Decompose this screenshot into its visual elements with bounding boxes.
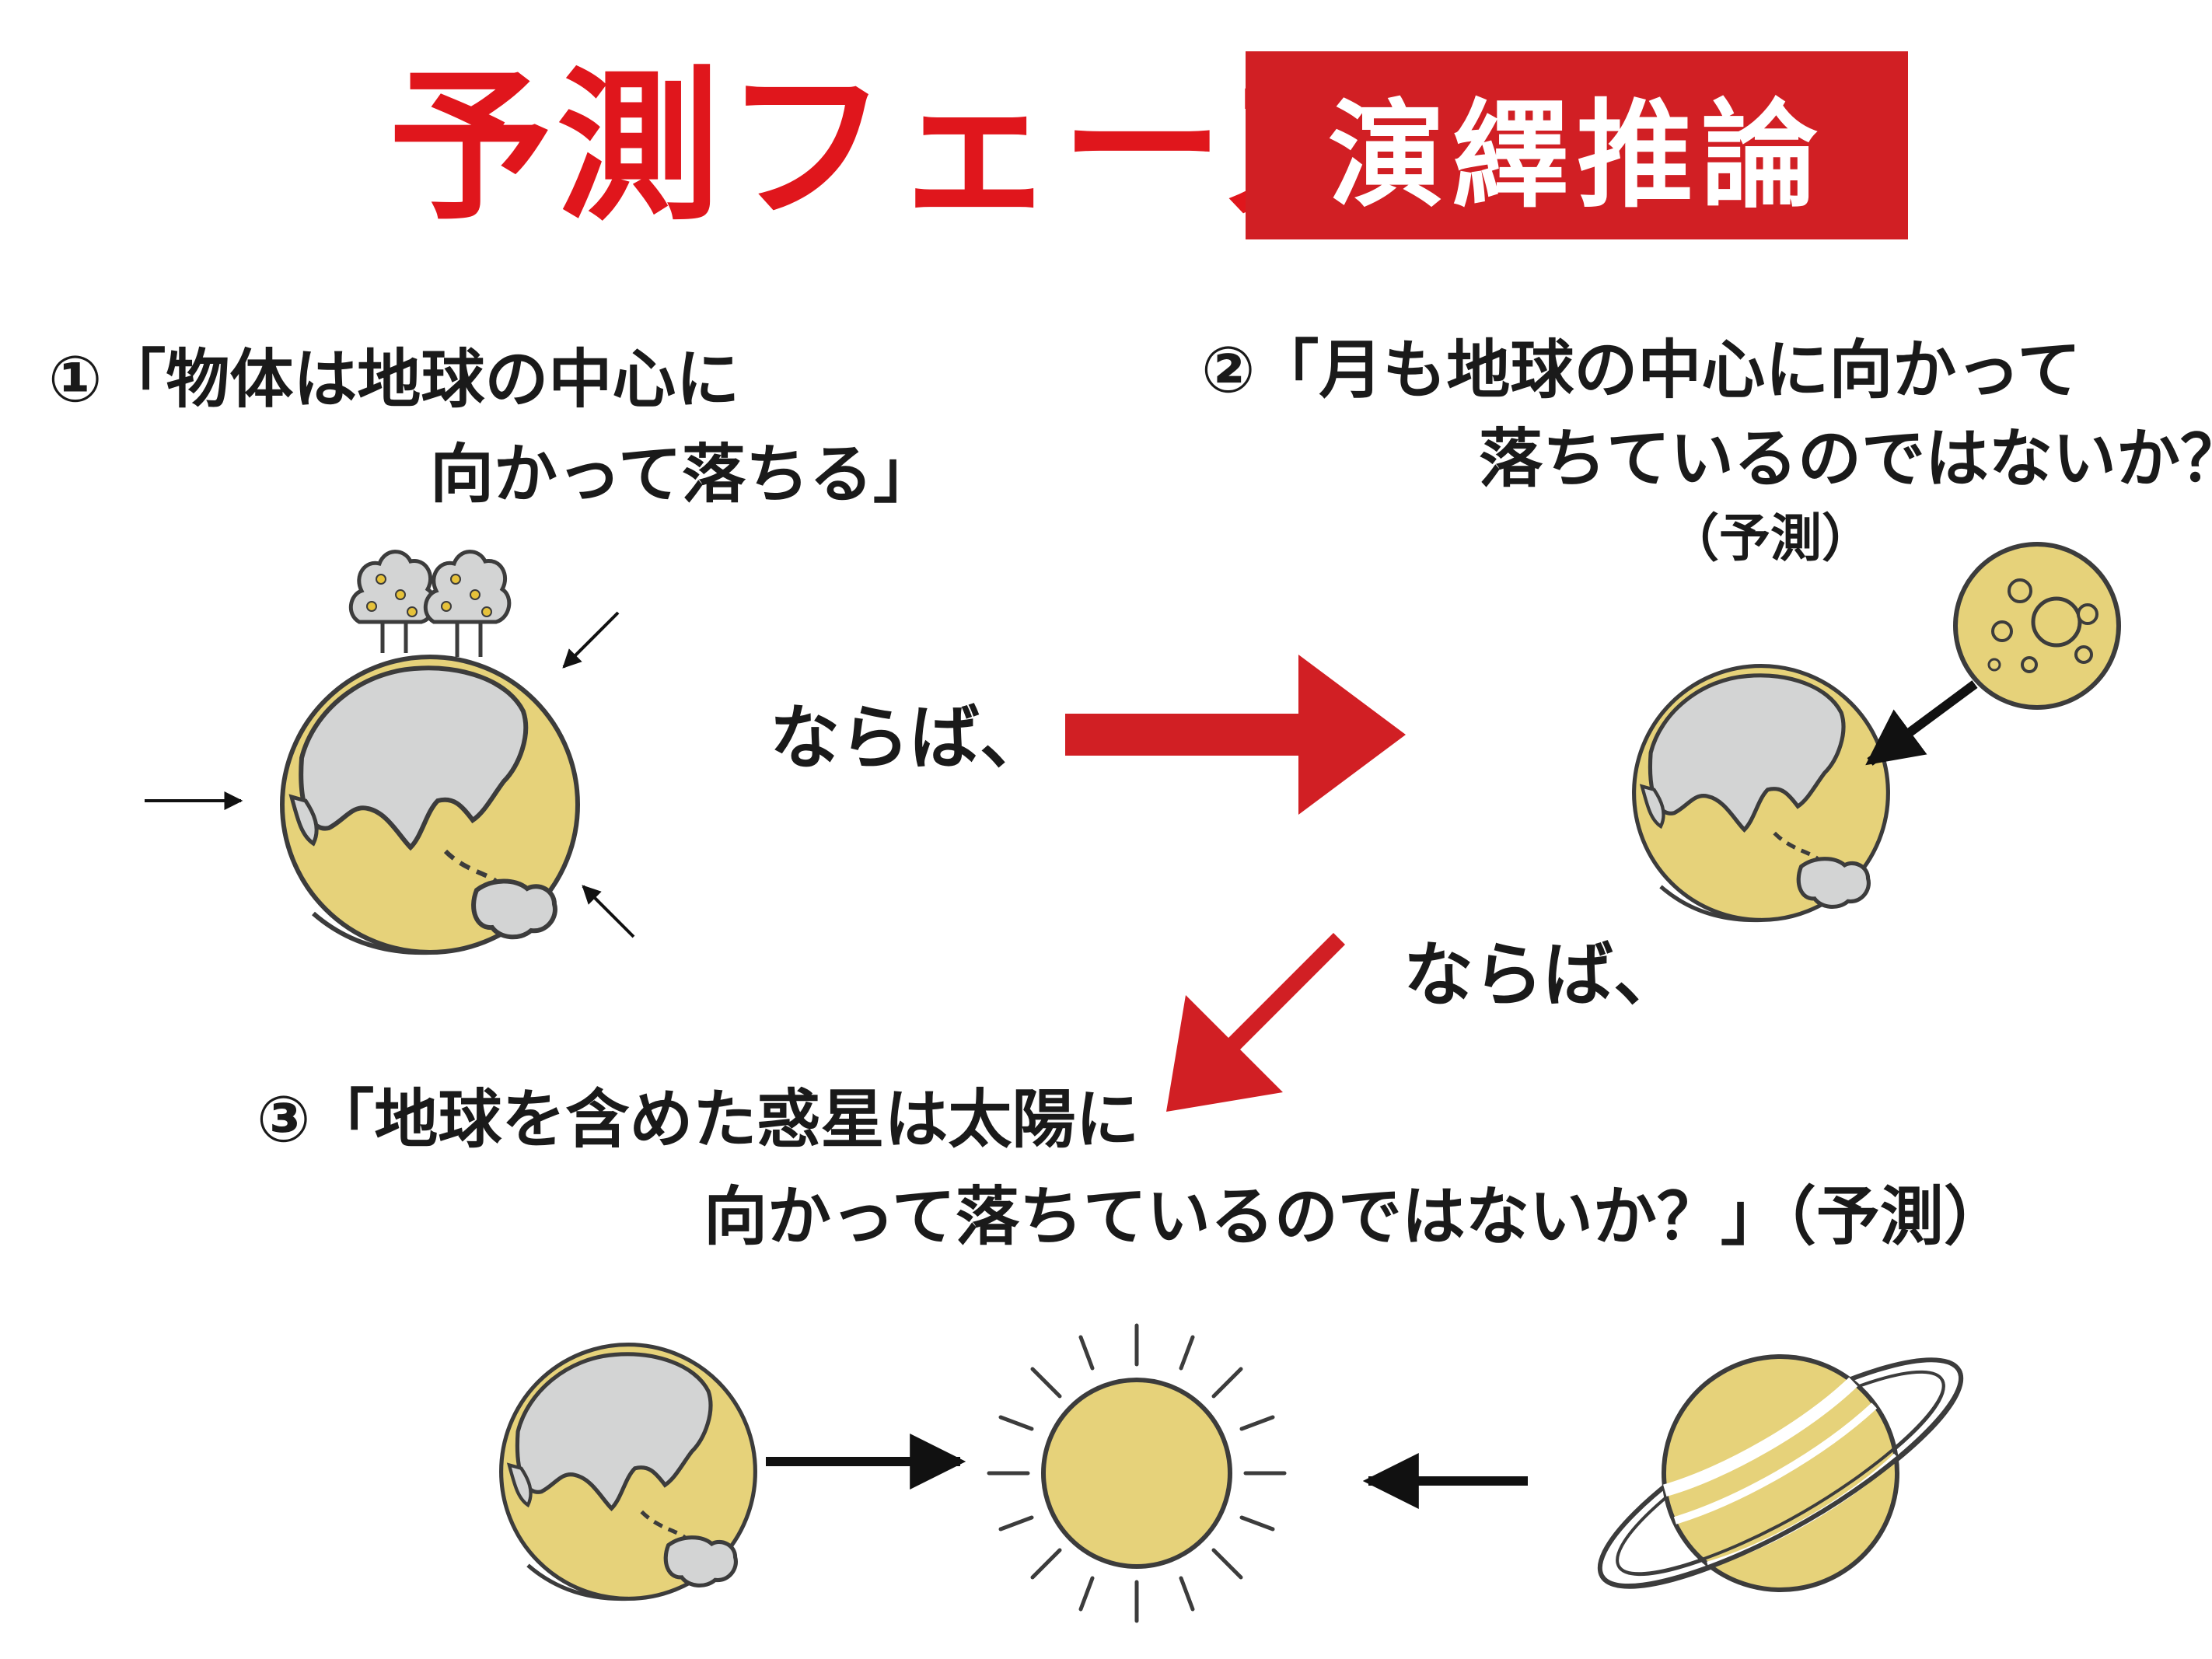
statement-3-line-2: 向かって落ちているのではないか？」（予測） [704,1180,2008,1254]
saturn-icon [1597,1354,1964,1592]
page-title: 予測フェーズ [389,52,1389,243]
earth-icon [1634,666,1889,920]
tree-icon [349,550,437,653]
statement-3-line-1: ③「地球を含めた惑星は太陽に [257,1083,1140,1157]
earth-icon [501,1345,756,1599]
big-red-arrow-down-left-icon [1166,933,1365,1112]
moon-icon [1953,542,2121,710]
connector-then-1: ならば、 [770,697,1050,779]
deductive-reasoning-badge: 演繹推論 [1246,51,1908,239]
statement-2-prediction-tag: （予測） [1668,508,1873,568]
sun-icon [987,1323,1287,1623]
earth-with-trees-icon [282,550,578,953]
arrow-icon [582,885,635,938]
statement-1-line-2: 向かって落ちる」 [430,438,937,512]
statement-1-line-1: ①「物体は地球の中心に [48,343,740,417]
arrow-icon [1865,680,1978,766]
statement-2-line-2: 落ちているのではないか？」 [1479,422,2212,496]
big-red-arrow-right-icon [1065,655,1406,815]
connector-then-2: ならば、 [1403,934,1683,1016]
arrow-icon [562,611,620,669]
tree-icon [424,550,512,657]
statement-2-line-1: ②「月も地球の中心に向かって [1201,334,2081,407]
